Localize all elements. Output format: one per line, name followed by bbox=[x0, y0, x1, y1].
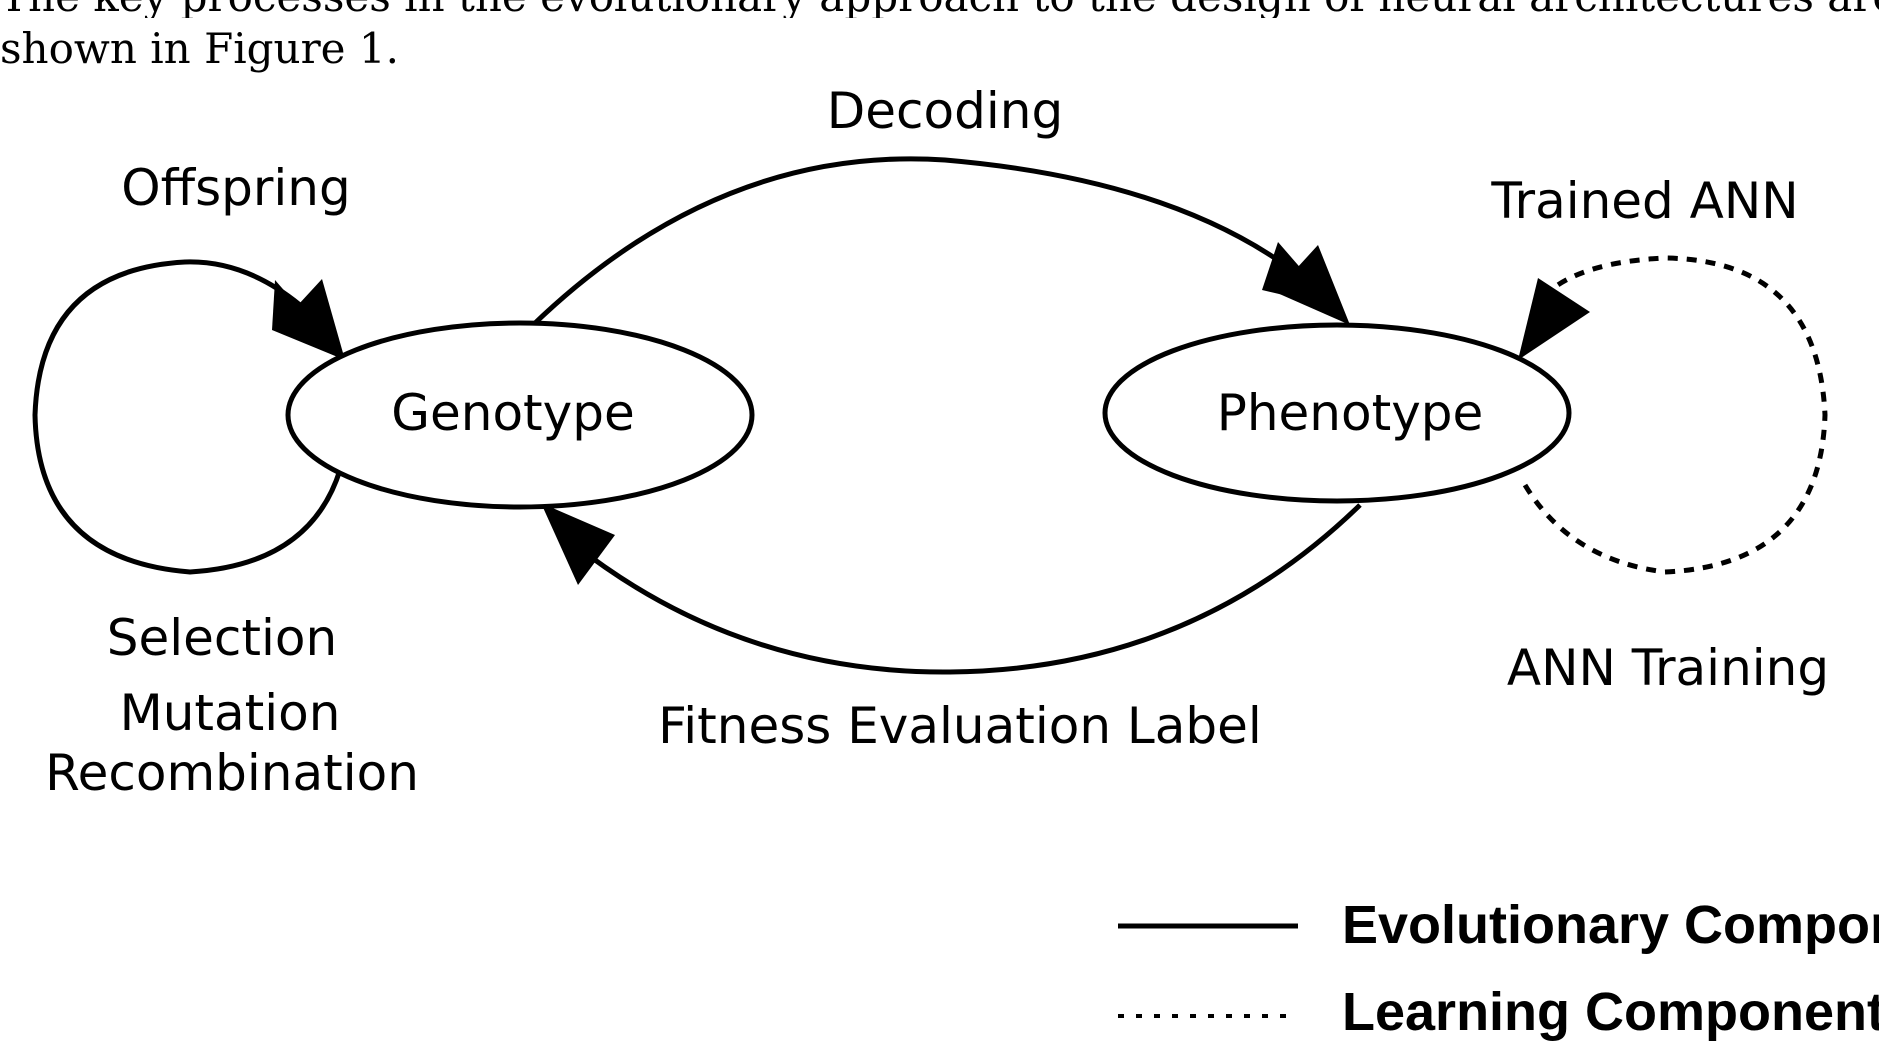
phenotype-node: Phenotype bbox=[1102, 322, 1572, 504]
fitness-edge bbox=[573, 503, 1362, 675]
offspring-loop bbox=[32, 259, 343, 575]
intro-text-line-1: The key processes in the evolutionary ap… bbox=[0, 0, 1879, 18]
mutation-label: Mutation bbox=[120, 684, 341, 742]
fitness-label: Fitness Evaluation Label bbox=[658, 697, 1262, 755]
ann-training-label: ANN Training bbox=[1507, 639, 1829, 697]
phenotype-label: Phenotype bbox=[1217, 384, 1484, 442]
fitness-arrowhead bbox=[541, 503, 615, 585]
legend-learning-label: Learning Component bbox=[1342, 982, 1879, 1042]
decoding-edge bbox=[531, 156, 1307, 327]
genotype-label: Genotype bbox=[391, 384, 634, 442]
offspring-label: Offspring bbox=[121, 159, 350, 217]
trained-ann-arrowhead bbox=[1518, 278, 1590, 360]
legend-evolutionary-label: Evolutionary Component bbox=[1342, 895, 1879, 955]
offspring-arrowhead-tip bbox=[275, 279, 345, 360]
recombination-label: Recombination bbox=[45, 744, 419, 802]
genotype-node: Genotype bbox=[285, 320, 755, 510]
legend: Evolutionary Component Learning Componen… bbox=[1118, 895, 1879, 1042]
selection-label: Selection bbox=[107, 609, 337, 667]
ann-training-loop bbox=[1522, 255, 1828, 575]
decoding-arrowhead-fill bbox=[1275, 245, 1350, 325]
trained-ann-label: Trained ANN bbox=[1490, 172, 1798, 230]
intro-text-line-2: shown in Figure 1. bbox=[0, 24, 399, 73]
decoding-label: Decoding bbox=[827, 82, 1063, 140]
